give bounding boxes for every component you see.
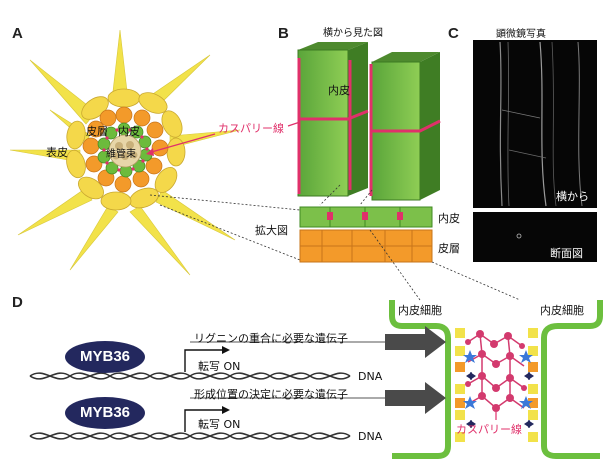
zoom-line-b1 xyxy=(319,184,341,206)
transcription-arrow-2-head xyxy=(222,406,230,414)
endodermis-3d xyxy=(297,42,441,201)
transcription-arrow-1-head xyxy=(222,346,230,354)
casparian-pointer-a xyxy=(147,133,216,154)
dna-helix-1 xyxy=(29,372,351,380)
cortex-label-b: 皮層 xyxy=(438,242,460,255)
casparian-label-d: カスパリー線 xyxy=(456,423,522,436)
gene-arrow-2 xyxy=(385,382,446,414)
cell-wall-diagram xyxy=(389,300,603,459)
dna-label-2: DNA xyxy=(358,430,383,443)
side-photo-label: 横から xyxy=(556,190,589,203)
endodermis-label-b2: 内皮 xyxy=(438,212,460,225)
casparian-dots-a xyxy=(102,128,149,172)
gene-label-2: 形成位置の決定に必要な遺伝子 xyxy=(194,388,348,401)
casparian-label-b: カスパリー線 xyxy=(218,122,284,135)
transcription-label-2: 転写 ON xyxy=(198,418,241,431)
transcription-label-1: 転写 ON xyxy=(198,360,241,373)
panel-b-label: B xyxy=(278,25,289,42)
vascular-label: 維管束 xyxy=(106,149,136,160)
zoom-line-a2 xyxy=(159,204,301,261)
microscope-photo-side xyxy=(473,40,597,208)
enlarged-strip xyxy=(299,206,433,263)
gene-label-1: リグニンの重合に必要な遺伝子 xyxy=(194,332,348,345)
casparian-pointer-b xyxy=(287,121,301,127)
myb36-oval-2 xyxy=(65,397,145,429)
dna-helix-2 xyxy=(29,432,351,440)
epidermis-ring xyxy=(66,88,186,211)
cortex-label-a: 皮層 xyxy=(86,125,108,138)
cortex-ring xyxy=(82,106,169,193)
side-view-label: 横から見た図 xyxy=(323,28,383,39)
endodermis-label-a: 内皮 xyxy=(118,125,140,138)
zoom-line-a1 xyxy=(149,194,301,211)
epidermis-label: 表皮 xyxy=(46,146,68,159)
gene-arrow-1 xyxy=(385,326,446,358)
panel-a-label: A xyxy=(12,25,23,42)
casparian-pointer-a-head xyxy=(146,148,154,156)
myb36-label-2: MYB36 xyxy=(79,404,131,421)
microscope-photo-section xyxy=(473,212,597,262)
root-cross-section xyxy=(9,29,241,276)
enlarged-label: 拡大図 xyxy=(255,224,288,237)
zoom-line-b2 xyxy=(359,189,373,206)
cell-label-left: 内皮細胞 xyxy=(398,304,442,317)
cell-label-right: 内皮細胞 xyxy=(540,304,584,317)
dna-label-1: DNA xyxy=(358,370,383,383)
transcription-arrow-2 xyxy=(184,409,222,432)
endodermis-label-b: 内皮 xyxy=(328,84,350,97)
myb36-label-1: MYB36 xyxy=(79,348,131,365)
root-hairs xyxy=(9,29,241,276)
transcription-arrow-1 xyxy=(184,349,222,372)
panel-c-label: C xyxy=(448,25,459,42)
microscope-title: 顕微鏡写真 xyxy=(496,29,546,40)
endodermis-ring xyxy=(97,122,153,178)
vascular-bundle xyxy=(108,134,142,168)
section-photo-label: 断面図 xyxy=(550,247,583,260)
panel-d-label: D xyxy=(12,294,23,311)
zoom-line-d2 xyxy=(431,261,521,301)
myb36-oval-1 xyxy=(65,341,145,373)
